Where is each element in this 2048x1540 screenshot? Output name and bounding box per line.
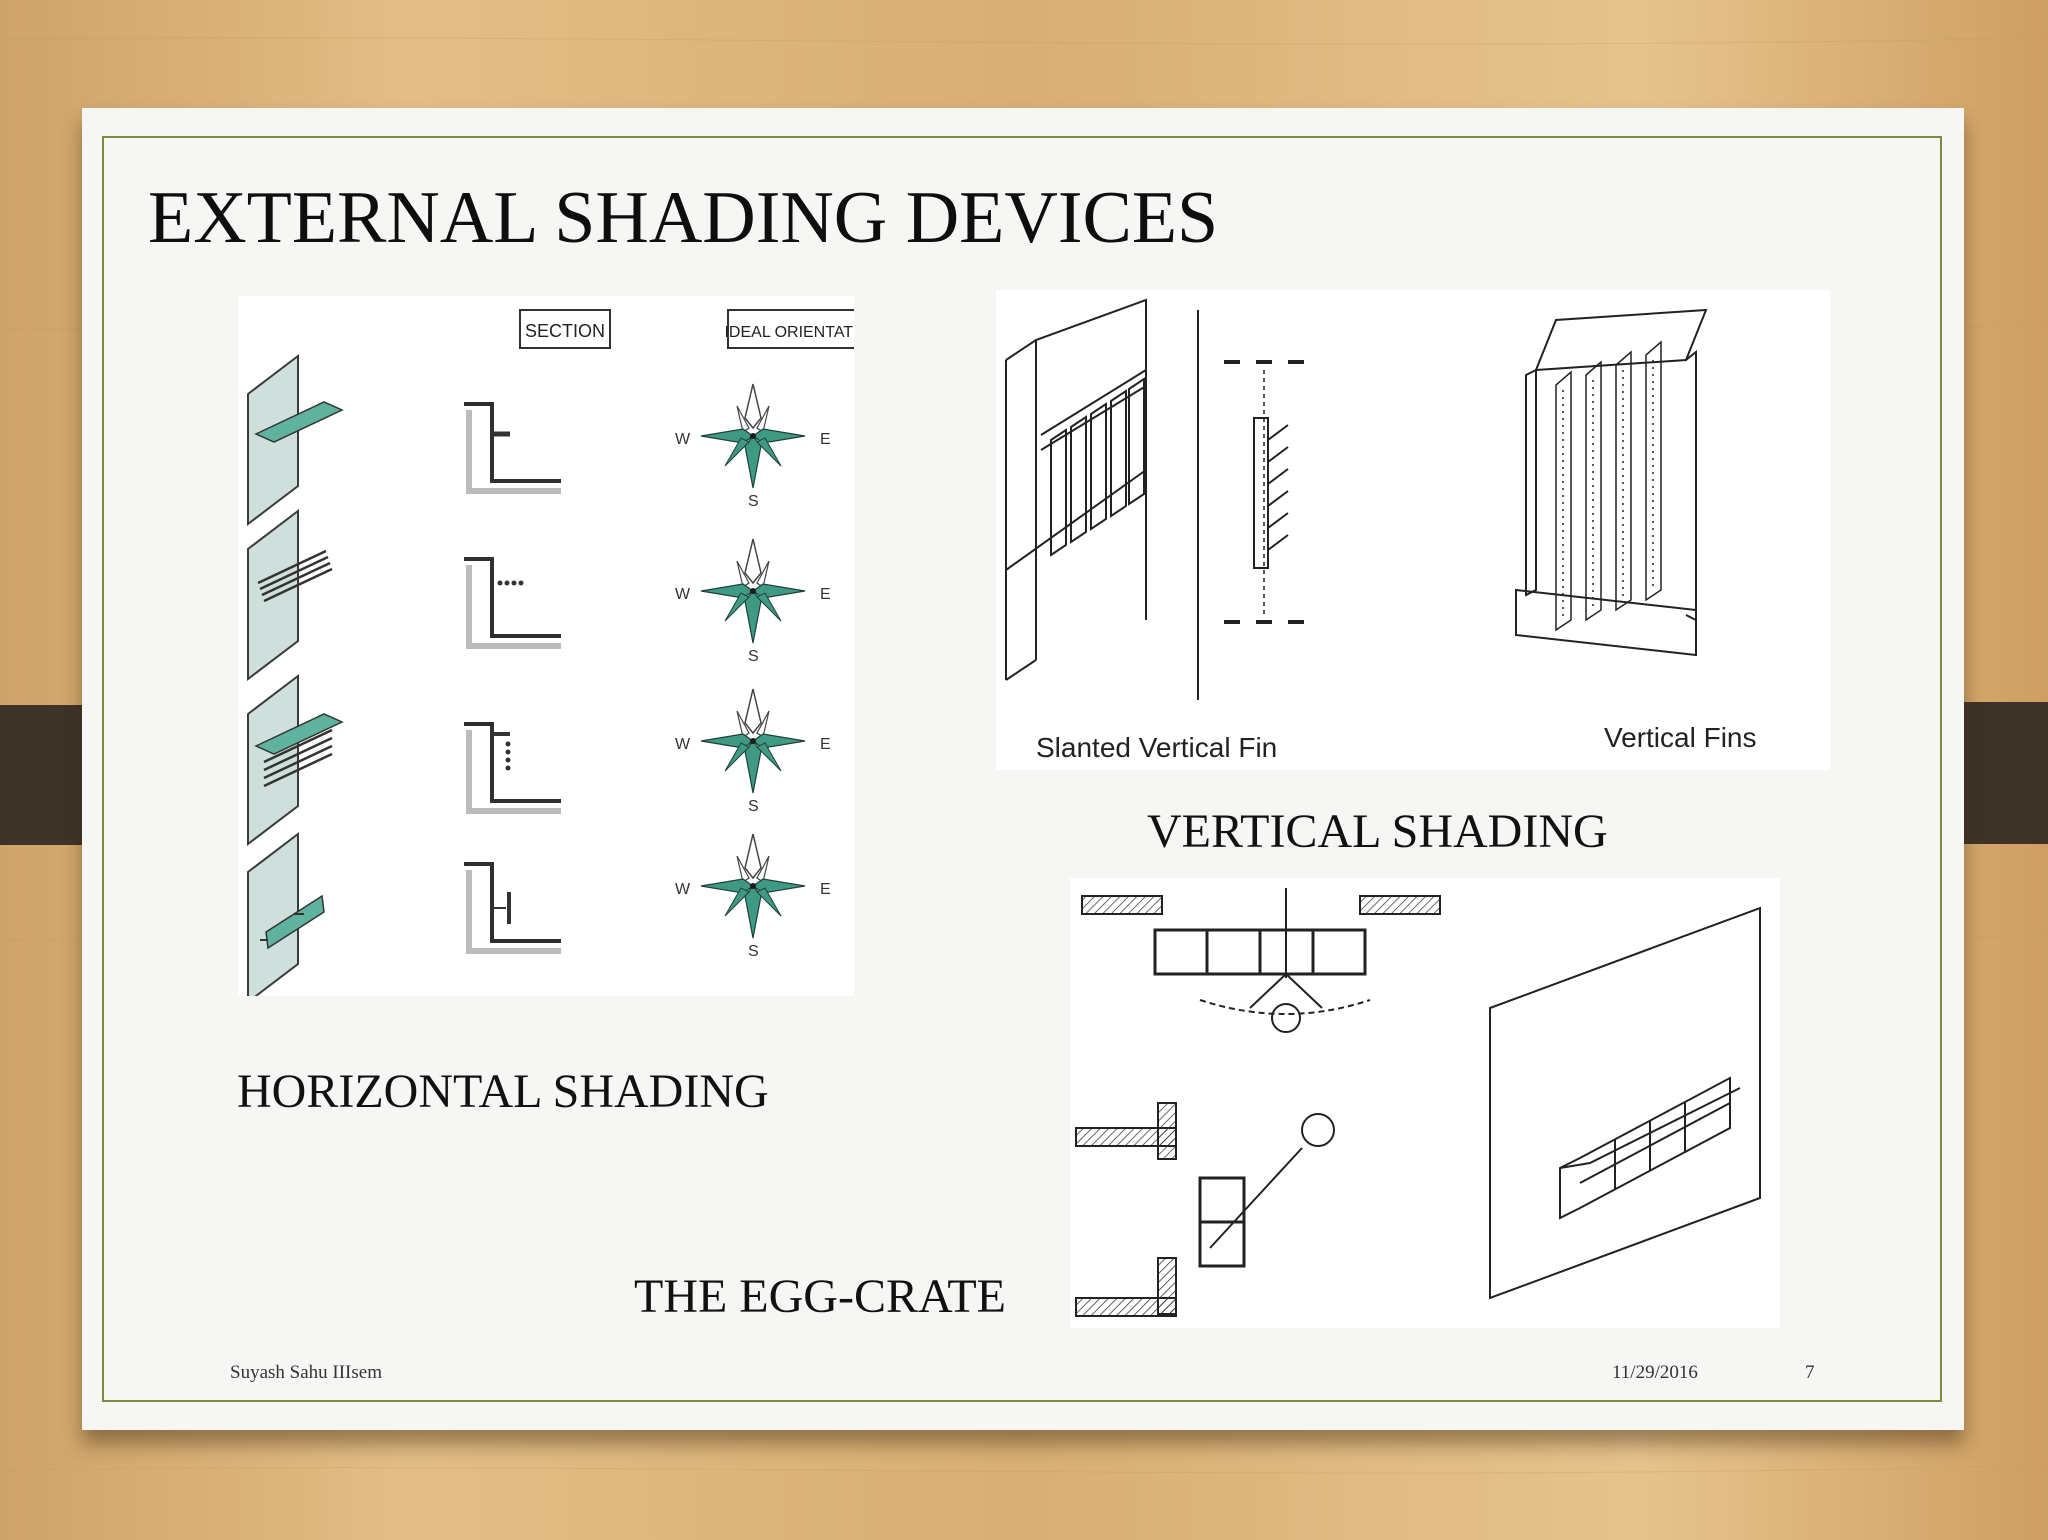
slanted-fin-drawing xyxy=(1005,298,1199,700)
slide-frame xyxy=(102,136,1942,1402)
egg-crate-perspective xyxy=(1489,906,1761,1300)
page-number: 7 xyxy=(1805,1362,1815,1383)
louvered-overhang-row: W E S xyxy=(247,510,831,680)
compass-west-label: W xyxy=(675,881,691,898)
compass-icon xyxy=(700,688,806,794)
compass-south-label: S xyxy=(748,798,759,815)
footer-author: Suyash Sahu IIIsem xyxy=(230,1362,382,1383)
egg-crate-figure xyxy=(1070,878,1780,1328)
compass-east-label: E xyxy=(820,881,831,898)
compass-east-label: E xyxy=(820,586,831,603)
compass-icon xyxy=(700,538,806,644)
horizontal-shading-caption: HORIZONTAL SHADING xyxy=(237,1065,769,1118)
compass-west-label: W xyxy=(675,736,691,753)
compass-east-label: E xyxy=(820,431,831,448)
slanted-vertical-fin-label: Slanted Vertical Fin xyxy=(1036,732,1277,763)
footer-date: 11/29/2016 xyxy=(1612,1362,1698,1383)
horizontal-shading-figure: SECTION IDEAL ORIENTATION W E S xyxy=(238,296,854,996)
compass-south-label: S xyxy=(748,493,759,510)
slide-title: EXTERNAL SHADING DEVICES xyxy=(148,177,1219,259)
slide: EXTERNAL SHADING DEVICES xyxy=(82,108,1964,1430)
compass-icon xyxy=(700,383,806,489)
compass-south-label: S xyxy=(748,943,759,960)
vertical-shading-figure: Slanted Vertical Fin Vertical Fins xyxy=(996,290,1830,770)
vertical-panel-row: W E S xyxy=(247,833,831,996)
overhang-with-louvers-row: W E S xyxy=(247,675,831,845)
section-header: SECTION xyxy=(525,321,605,341)
compass-icon xyxy=(700,833,806,939)
compass-west-label: W xyxy=(675,586,691,603)
compass-south-label: S xyxy=(748,648,759,665)
compass-east-label: E xyxy=(820,736,831,753)
egg-crate-section xyxy=(1075,1102,1335,1317)
egg-crate-plan-top xyxy=(1081,888,1441,1033)
vertical-fins-drawing xyxy=(1515,308,1708,657)
egg-crate-caption: THE EGG-CRATE xyxy=(634,1270,1006,1323)
compass-west-label: W xyxy=(675,431,691,448)
ideal-orientation-header: IDEAL ORIENTATION xyxy=(724,324,854,341)
slanted-fin-plan xyxy=(1224,360,1304,624)
vertical-shading-caption: VERTICAL SHADING xyxy=(1147,805,1608,858)
overhang-row: W E S xyxy=(247,355,831,525)
vertical-fins-label: Vertical Fins xyxy=(1604,722,1757,753)
